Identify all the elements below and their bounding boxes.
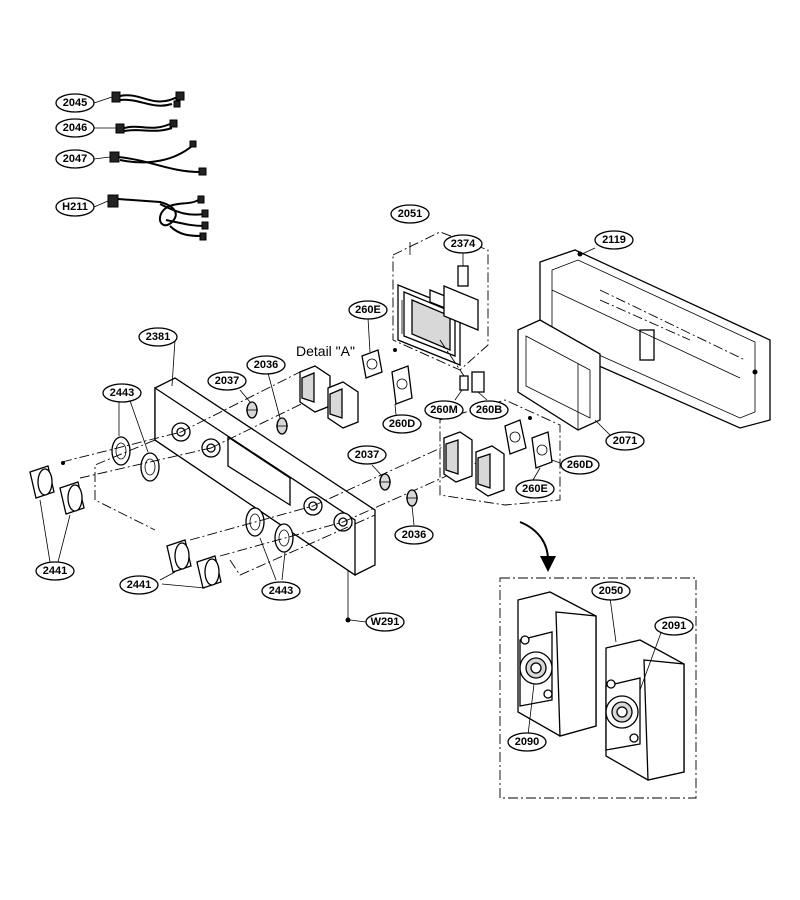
callout-label: 2441 bbox=[127, 579, 151, 591]
callout-label: 2443 bbox=[110, 387, 134, 399]
callout-label: 2037 bbox=[215, 375, 239, 387]
wire-harness-2046 bbox=[115, 119, 178, 134]
encoder-lower bbox=[371, 464, 418, 526]
callout-label: 2036 bbox=[402, 529, 426, 541]
callout-260E-right: 260E bbox=[515, 479, 555, 499]
callout-label: 260D bbox=[567, 459, 593, 471]
callout-2090: 2090 bbox=[507, 732, 547, 752]
detail-a-group bbox=[439, 399, 561, 506]
callout-2036-mid: 2036 bbox=[394, 525, 434, 545]
callout-2374: 2374 bbox=[443, 234, 483, 254]
callout-2443-left: 2443 bbox=[102, 383, 142, 403]
callout-H211: H211 bbox=[55, 197, 95, 217]
callout-label: 2037 bbox=[355, 449, 379, 461]
callout-label: 2119 bbox=[602, 234, 626, 246]
callout-label: 260E bbox=[355, 304, 381, 316]
wire-harness-H211 bbox=[107, 194, 209, 241]
callout-2037-mid: 2037 bbox=[347, 445, 387, 465]
callout-2047: 2047 bbox=[55, 149, 95, 169]
callout-label: 2045 bbox=[63, 97, 87, 109]
callout-2036-top: 2036 bbox=[246, 355, 286, 375]
callout-label: 260M bbox=[430, 404, 458, 416]
control-panel-2381 bbox=[154, 339, 376, 623]
callout-label: 2374 bbox=[451, 238, 476, 250]
callout-2050: 2050 bbox=[591, 581, 631, 601]
callout-label: 260E bbox=[522, 483, 548, 495]
callout-2046: 2046 bbox=[55, 118, 95, 138]
callout-label: W291 bbox=[371, 616, 400, 628]
callout-260M: 260M bbox=[424, 400, 464, 420]
callout-label: 2443 bbox=[269, 585, 293, 597]
callout-label: 2047 bbox=[63, 153, 87, 165]
callout-label: 2050 bbox=[599, 585, 623, 597]
callout-label: 2091 bbox=[662, 620, 686, 632]
callout-label: 2090 bbox=[515, 736, 539, 748]
wire-harness-2045 bbox=[111, 91, 185, 108]
encoder-upper bbox=[239, 372, 288, 435]
small-parts-260M-260B bbox=[439, 339, 488, 401]
callout-label: H211 bbox=[62, 201, 88, 213]
wire-harness-2047 bbox=[109, 140, 207, 176]
callout-260D-right: 260D bbox=[560, 455, 600, 475]
callout-2119: 2119 bbox=[594, 230, 634, 250]
callout-2071: 2071 bbox=[605, 431, 645, 451]
callout-2441-mid: 2441 bbox=[119, 575, 159, 595]
detail-a-label: Detail "A" bbox=[296, 343, 355, 359]
callout-260D-top: 260D bbox=[382, 414, 422, 434]
knobs-2441 bbox=[29, 465, 222, 589]
callout-2441-left: 2441 bbox=[35, 561, 75, 581]
callout-label: 2036 bbox=[254, 359, 278, 371]
callout-W291: W291 bbox=[349, 612, 405, 632]
callout-label: 260D bbox=[389, 418, 415, 430]
callout-2051: 2051 bbox=[390, 204, 430, 224]
callout-260E-top: 260E bbox=[348, 300, 388, 320]
callout-2443-mid: 2443 bbox=[261, 581, 301, 601]
callout-260B: 260B bbox=[469, 400, 509, 420]
callout-label: 2051 bbox=[398, 208, 422, 220]
plate-2071 bbox=[517, 319, 611, 436]
callout-2091: 2091 bbox=[654, 616, 694, 636]
switch-blocks-upper bbox=[299, 317, 413, 429]
callout-label: 2046 bbox=[63, 122, 87, 134]
callout-label: 2441 bbox=[43, 565, 67, 577]
detail-a-inset bbox=[499, 521, 697, 799]
callout-2045: 2045 bbox=[55, 93, 95, 113]
callout-label: 260B bbox=[476, 404, 502, 416]
callout-2037-top: 2037 bbox=[207, 371, 247, 391]
control-board-assembly bbox=[392, 231, 489, 371]
callout-label: 2381 bbox=[146, 331, 170, 343]
callout-label: 2071 bbox=[613, 435, 637, 447]
callout-2381: 2381 bbox=[138, 327, 178, 347]
